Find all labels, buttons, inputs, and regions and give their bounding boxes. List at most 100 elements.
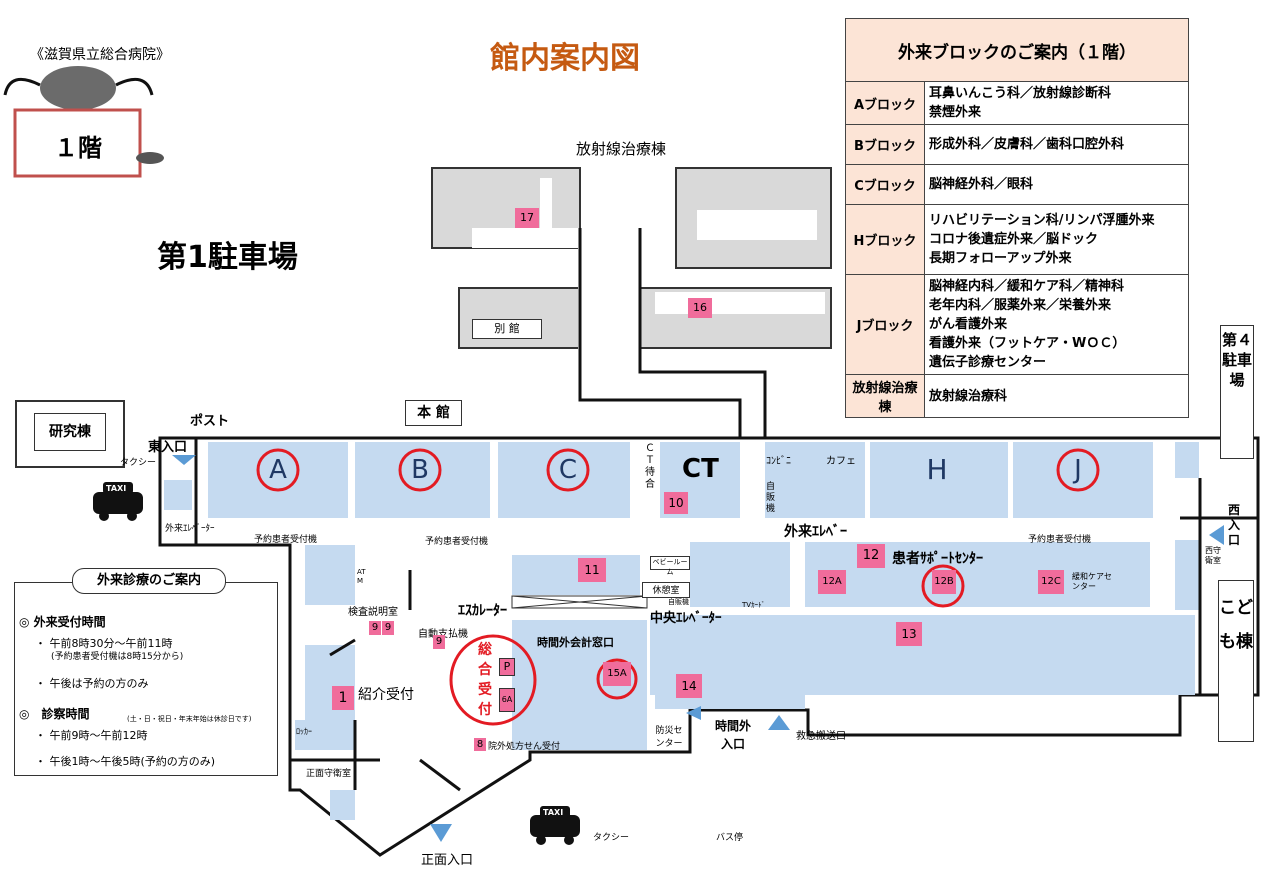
block-h: H [926, 453, 948, 486]
legend-block-c: Cブロック [845, 164, 925, 205]
entrance-arrows [172, 455, 1224, 842]
vending-label: 自販機 [766, 482, 776, 514]
convenience-label: ｺﾝﾋﾞﾆ [766, 456, 791, 467]
research-label: 研究棟 [34, 413, 106, 451]
room-6a: 6A [499, 688, 515, 712]
palliative-label: 緩和ケアセンター [1072, 572, 1112, 591]
exam-heading: ◎ 診察時間 [19, 707, 90, 721]
room-9c: 9 [433, 635, 445, 649]
locker-label: ﾛｯｶｰ [296, 727, 312, 736]
room-p: P [499, 658, 515, 676]
legend-dept-h: リハビリテーション科/リンパ浮腫外来コロナ後遺症外来／脳ドック長期フォローアップ… [924, 204, 1189, 275]
block-c: C [558, 455, 578, 485]
outpatient-elev-center: 外来ｴﾚﾍﾞｰ [784, 524, 847, 540]
disaster-center-label: 防災センター [655, 726, 683, 749]
block-b: B [411, 455, 429, 485]
taxi-sign-front: TAXI [543, 808, 564, 817]
room-9b: 9 [382, 621, 394, 635]
legend-block-a: Aブロック [845, 81, 925, 125]
auto-pay-label: 自動支払機 [418, 625, 468, 640]
parking4-label: 第４駐車場 [1220, 325, 1254, 459]
legend-dept-b: 形成外科／皮膚科／歯科口腔外科 [924, 124, 1189, 165]
room-15a: 15A [603, 662, 631, 686]
room-12b: 12B [932, 570, 956, 594]
room-16-bg [688, 298, 712, 318]
legend-block-radiation: 放射線治療棟 [845, 374, 925, 418]
radiation-building-label: 放射線治療棟 [576, 140, 667, 158]
reception-2: ・ 午後は予約の方のみ [35, 677, 149, 690]
hospital-name: 《滋賀県立総合病院》 [30, 47, 170, 63]
referral-label: 紹介受付 [358, 687, 414, 703]
room-11: 11 [578, 558, 606, 582]
annex-label: 別 館 [472, 319, 542, 339]
room-16: 16 [693, 301, 707, 314]
corridor-walls [578, 228, 767, 438]
escalator-label: ｴｽｶﾚｰﾀｰ [458, 603, 507, 619]
info-title: 外来診療のご案内 [72, 568, 226, 594]
post-label: ポスト [190, 414, 230, 429]
atm-label: ATM [357, 568, 366, 585]
exam-note: (土・日・祝日・年末年始は休診日です) [127, 715, 252, 723]
reservation-machine-1: 予約患者受付機 [254, 535, 318, 545]
room-14: 14 [676, 674, 702, 698]
reservation-machine-3: 予約患者受付機 [1028, 535, 1092, 545]
outpatient-elev-left: 外来ｴﾚﾍﾞｰﾀｰ [165, 524, 215, 534]
west-entrance-label: 西入口 [1228, 503, 1241, 547]
room-12a: 12A [818, 570, 846, 594]
room-17: 17 [520, 211, 534, 224]
exam-1: ・ 午前9時～午前12時 [35, 729, 148, 742]
reception-1-note: (予約患者受付機は8時15分から) [51, 652, 184, 662]
radiation-building [431, 167, 832, 398]
legend-block-h: Hブロック [845, 204, 925, 275]
taxi-sign-east: TAXI [106, 484, 127, 493]
patient-support-label: 患者ｻﾎﾟｰﾄｾﾝﾀｰ [892, 551, 983, 567]
east-entrance-label: 東入口 [148, 440, 188, 455]
children-building-label: こども棟 [1218, 580, 1254, 742]
exam-2: ・ 午後1時～午後5時(予約の方のみ) [35, 755, 216, 768]
taxi-icon [93, 482, 143, 521]
page-title: 館内案内図 [490, 41, 640, 76]
floor-label: １階 [54, 134, 102, 162]
room-13: 13 [896, 622, 922, 646]
taxi-icon-front [530, 806, 580, 845]
general-reception-label: 総合受付 [478, 642, 492, 718]
baby-room-label: ベビールーム [650, 556, 690, 576]
reception-heading: ◎ 外来受付時間 [19, 615, 106, 629]
legend-title: 外来ブロックのご案内（１階） [845, 18, 1189, 82]
room-17-bg [515, 208, 539, 228]
cafe-label: カフェ [826, 456, 856, 467]
bus-stop-label: バス停 [716, 833, 744, 843]
block-legend: 外来ブロックのご案内（１階） Aブロック 耳鼻いんこう科／放射線診断科禁煙外来 … [845, 18, 1189, 418]
taxi-label-front: タクシー [593, 833, 630, 843]
legend-dept-j: 脳神経内科／緩和ケア科／精神科老年内科／服薬外来／栄養外来がん看護外来看護外来（… [924, 274, 1189, 375]
mascot-icon [3, 66, 164, 178]
main-building [158, 436, 1260, 857]
research-building: 研究棟 [15, 400, 125, 468]
front-guard-label: 正面守衛室 [306, 769, 352, 779]
ct-wait-label: ＣＴ待合 [645, 443, 655, 490]
rest-room-label: 休憩室 [642, 582, 690, 598]
block-rings [256, 448, 1100, 726]
tv-card-label: TVｶｰﾄﾞ [742, 601, 766, 609]
after-hours-entrance-label: 時間外入口 [714, 719, 751, 751]
legend-dept-a: 耳鼻いんこう科／放射線診断科禁煙外来 [924, 81, 1189, 125]
reception-1: ・ 午前8時30分～午前11時 [35, 637, 173, 650]
taxi-label-east: タクシー [120, 458, 157, 468]
main-building-label: 本 館 [405, 400, 462, 426]
room-8: 8 [474, 738, 486, 751]
after-hours-pay-label: 時間外会計窓口 [537, 636, 614, 649]
reservation-machine-2: 予約患者受付機 [425, 537, 489, 547]
legend-dept-c: 脳神経外科／眼科 [924, 164, 1189, 205]
legend-block-b: Bブロック [845, 124, 925, 165]
block-a: A [269, 455, 287, 485]
room-9a: 9 [369, 621, 381, 635]
exam-explain-label: 検査説明室 [348, 607, 398, 618]
central-elev-label: 中央ｴﾚﾍﾞｰﾀｰ [650, 611, 722, 626]
parking1-label: 第1駐車場 [157, 240, 298, 275]
room-12: 12 [857, 544, 885, 568]
west-guard-label: 西守衛室 [1205, 546, 1221, 565]
room-12c: 12C [1038, 570, 1064, 594]
outpatient-info-box: ◎ 外来受付時間 ・ 午前8時30分～午前11時 (予約患者受付機は8時15分か… [14, 582, 278, 776]
block-j: J [1074, 455, 1082, 485]
